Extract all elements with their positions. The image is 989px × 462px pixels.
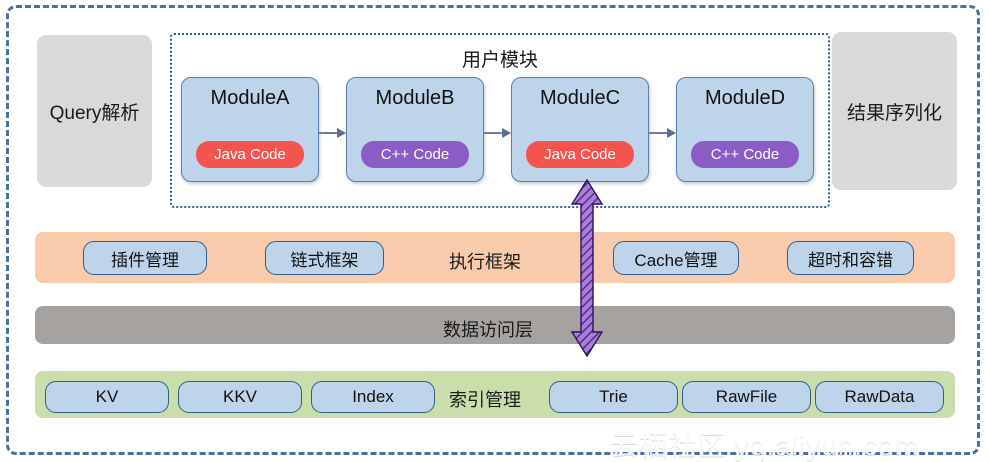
arrow-icon-c-to-d [649,128,676,138]
pill-chain-framework[interactable]: 链式框架 [265,241,384,275]
vertical-double-arrow-icon [570,178,604,358]
pill-rawdata[interactable]: RawData [815,381,944,413]
module-card-d[interactable]: ModuleD C++ Code [676,77,814,182]
module-b-lang-badge: C++ Code [361,141,469,168]
module-card-c[interactable]: ModuleC Java Code [511,77,649,182]
module-card-a[interactable]: ModuleA Java Code [181,77,319,182]
result-serialize-box: 结果序列化 [832,32,957,190]
module-c-lang-badge: Java Code [526,141,634,168]
pill-kv[interactable]: KV [45,381,169,413]
data-access-layer-band [35,306,955,344]
pill-timeout-tolerance[interactable]: 超时和容错 [787,241,914,275]
arrow-head [502,128,511,138]
arrow-head [337,128,346,138]
arrow-head [667,128,676,138]
arrow-shaft [484,132,504,134]
pill-rawfile[interactable]: RawFile [682,381,811,413]
pill-index[interactable]: Index [311,381,435,413]
module-a-lang-badge: Java Code [196,141,304,168]
user-module-group: 用户模块 [170,33,830,208]
query-parse-label: Query解析 [49,102,140,124]
arrow-icon-a-to-b [319,128,346,138]
result-serialize-label: 结果序列化 [846,102,942,124]
outer-dashed-frame [6,5,980,455]
module-c-name: ModuleC [539,87,621,109]
arrow-shaft [319,132,339,134]
arrow-shaft [649,132,669,134]
arrow-icon-b-to-c [484,128,511,138]
module-d-lang-badge: C++ Code [691,141,799,168]
pill-trie[interactable]: Trie [549,381,678,413]
user-module-title: 用户模块 [461,50,538,71]
index-management-label: 索引管理 [449,390,521,410]
pill-kkv[interactable]: KKV [178,381,302,413]
pill-cache-management[interactable]: Cache管理 [613,241,739,275]
module-b-name: ModuleB [375,87,455,109]
data-access-layer-label: 数据访问层 [443,320,533,340]
query-parse-box: Query解析 [37,35,152,187]
execution-framework-label: 执行框架 [449,252,521,272]
double-arrow-shape [570,178,604,358]
module-card-b[interactable]: ModuleB C++ Code [346,77,484,182]
module-d-name: ModuleD [704,87,786,109]
pill-plugin-management[interactable]: 插件管理 [83,241,207,275]
module-a-name: ModuleA [210,87,290,109]
